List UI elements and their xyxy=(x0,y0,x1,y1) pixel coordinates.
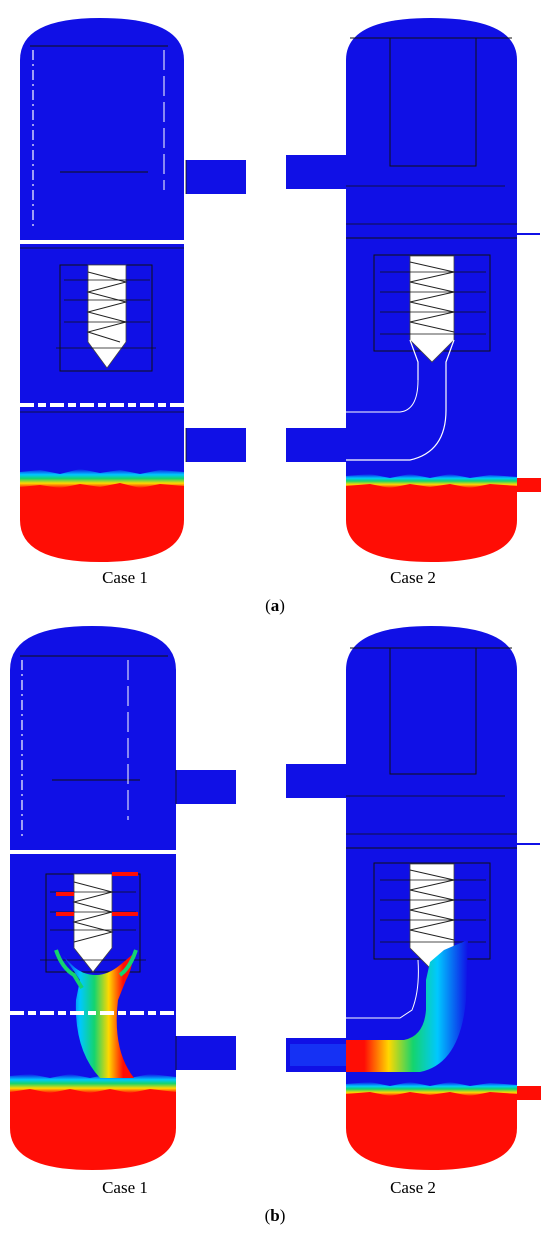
case-label-b-1: Case 1 xyxy=(102,1178,148,1197)
vessel-case1-a xyxy=(16,18,246,562)
panel-label-a-suffix: ) xyxy=(279,596,285,615)
panel-label-a: (a) xyxy=(225,596,325,616)
panel-label-b-prefix: ( xyxy=(264,1206,271,1225)
case-label-a-2: Case 2 xyxy=(390,568,436,587)
panel-label-a-prefix: ( xyxy=(265,596,271,615)
vessel-case1-b xyxy=(6,626,236,1170)
panel-b xyxy=(6,626,541,1170)
panel-a xyxy=(16,18,541,562)
panel-label-b-letter: b xyxy=(270,1206,280,1225)
vessel-case2-b xyxy=(286,626,541,1170)
panel-label-b-suffix: ) xyxy=(279,1206,286,1225)
vessel-case2-a xyxy=(286,18,541,562)
case-label-a-1: Case 1 xyxy=(102,568,148,587)
case-label-b-2: Case 2 xyxy=(390,1178,436,1197)
liquid-jet-case2 xyxy=(346,940,468,1072)
panel-label-a-letter: a xyxy=(270,596,280,615)
panel-label-b: (b) xyxy=(225,1206,325,1226)
